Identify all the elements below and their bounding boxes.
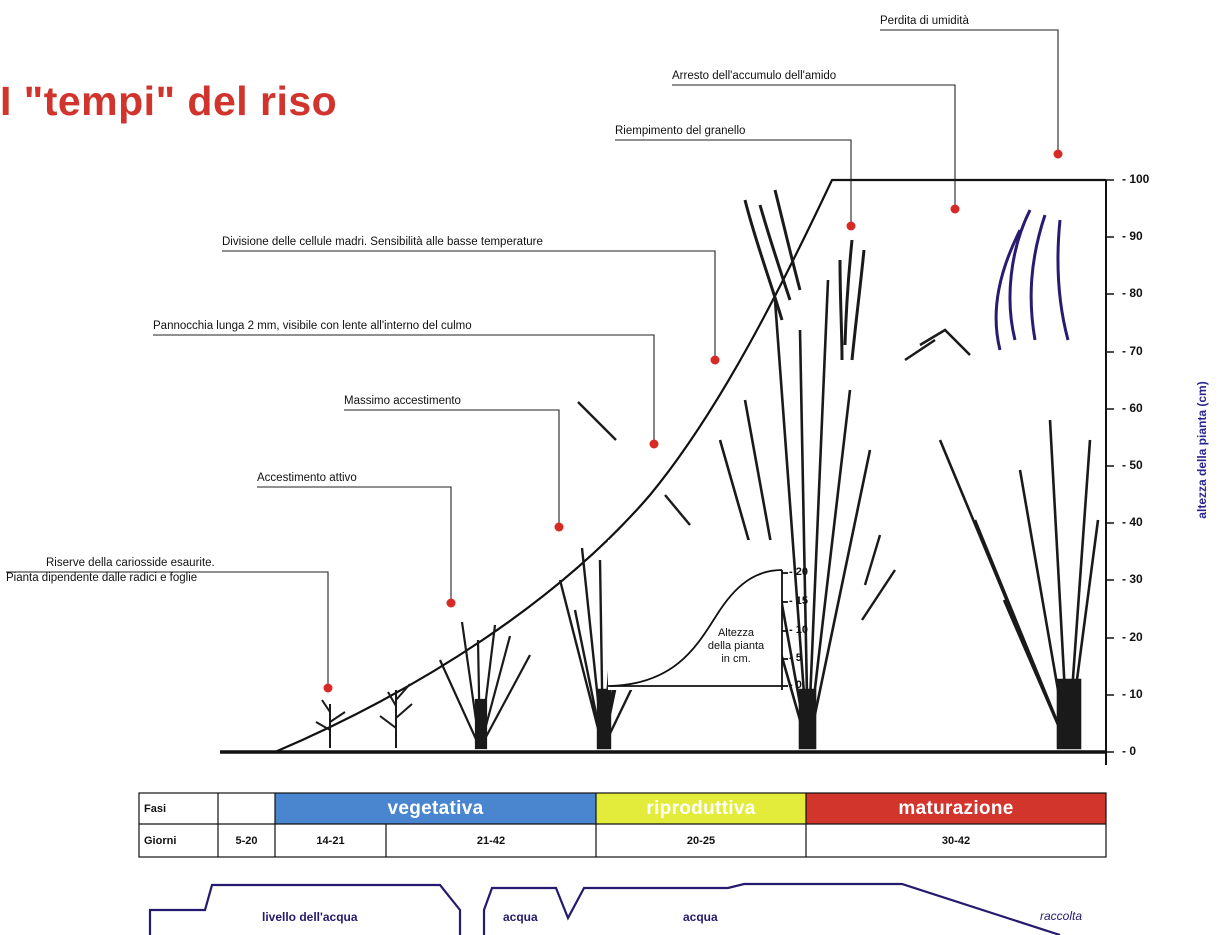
inset-label-line: in cm. [684,653,788,666]
water-label-livello: livello dell'acqua [262,910,358,924]
annotation-perdita-umidita: Perdita di umidità [880,15,969,28]
inset-label: Altezza della pianta in cm. [684,627,788,666]
days-cell: 20-25 [596,825,806,857]
inset-tick-label: - 20 [789,566,808,578]
marker-riempimento [847,222,856,231]
marker-arresto-amido [951,205,960,214]
water-label-acqua-2: acqua [683,910,718,924]
water-label-acqua-1: acqua [503,910,538,924]
marker-massimo-accestimento [555,523,564,532]
axis-tick-label: - 50 [1122,458,1143,472]
axis-tick-label: - 60 [1122,401,1143,415]
inset-label-line: della pianta [684,640,788,653]
phase-riproduttiva: riproduttiva [596,793,806,824]
axis-tick-label: - 40 [1122,515,1143,529]
axis-tick-label: - 100 [1122,172,1149,186]
inset-tick-label: - 15 [789,595,808,607]
axis-tick-label: - 20 [1122,630,1143,644]
days-cell: 14-21 [275,825,386,857]
days-cell: 30-42 [806,825,1106,857]
phase-maturazione: maturazione [806,793,1106,824]
phases-table: Fasi Giorni vegetativa riproduttiva matu… [138,792,1108,858]
axis-tick-label: - 10 [1122,687,1143,701]
row-label-giorni: Giorni [138,825,218,857]
annotation-massimo-accestimento: Massimo accestimento [344,395,461,408]
axis-tick-label: - 90 [1122,229,1143,243]
inset-frame [608,540,782,690]
days-cell: 5-20 [218,825,275,857]
axis-tick-label: - 0 [1122,744,1136,758]
leader-lines [6,30,1058,686]
annotation-accestimento-attivo: Accestimento attivo [257,472,357,485]
marker-accestimento-attivo [447,599,456,608]
inset-chart [608,540,788,690]
phase-vegetativa: vegetativa [275,793,596,824]
plant-seedling-2 [380,684,412,748]
axis-title: altezza della pianta (cm) [1195,381,1209,518]
annotation-arresto-amido: Arresto dell'accumulo dell'amido [672,70,836,83]
axis-tick-label: - 30 [1122,572,1143,586]
inset-tick-label: - 0 [789,679,802,691]
annotation-riserve-line2: Pianta dipendente dalle radici e foglie [6,572,197,585]
annotation-riempimento: Riempimento del granello [615,125,745,138]
annotation-divisione-cellule: Divisione delle cellule madri. Sensibili… [222,236,543,249]
marker-divisione-cellule [711,356,720,365]
inset-tick-label: - 5 [789,652,802,664]
marker-pannocchia [650,440,659,449]
row-label-fasi: Fasi [138,793,218,824]
marker-riserve [324,684,333,693]
plant-tillering-active [440,622,530,748]
inset-tick-label: - 10 [789,624,808,636]
inset-label-line: Altezza [684,627,788,640]
marker-perdita-umidita [1054,150,1063,159]
plant-mature [905,210,1098,748]
days-cell: 21-42 [386,825,596,857]
annotation-riserve-line1: Riserve della cariosside esaurite. [46,557,215,570]
plant-seedling-1 [316,700,345,748]
axis-tick-marks [1106,180,1114,752]
annotation-pannocchia: Pannocchia lunga 2 mm, visibile con lent… [153,320,472,333]
axis-tick-label: - 80 [1122,286,1143,300]
water-label-raccolta: raccolta [1040,909,1082,923]
axis-tick-label: - 70 [1122,344,1143,358]
